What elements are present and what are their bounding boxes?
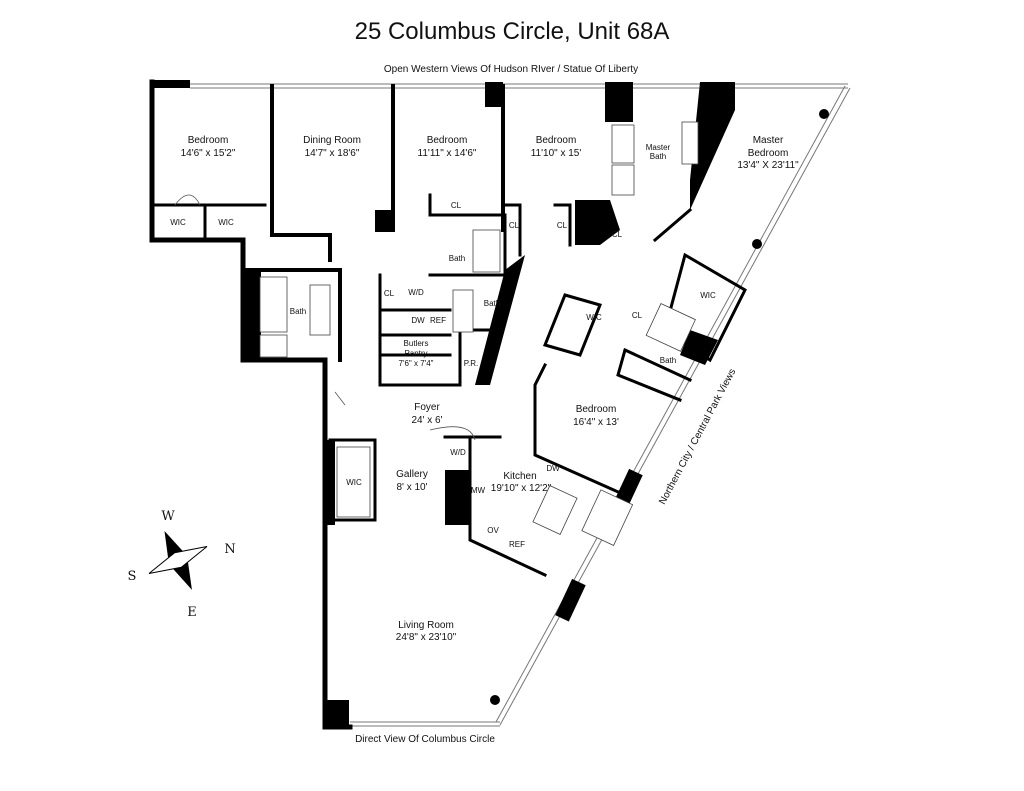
svg-text:WIC: WIC bbox=[346, 478, 362, 487]
svg-text:CL: CL bbox=[612, 230, 623, 239]
svg-text:24' x 6': 24' x 6' bbox=[411, 415, 442, 426]
svg-text:WIC: WIC bbox=[700, 291, 716, 300]
svg-text:24'8" x 23'10": 24'8" x 23'10" bbox=[396, 632, 457, 643]
room-butlers-pantry: Butlers Pantry 7'6" x 7'4" bbox=[399, 339, 434, 368]
room-kitchen: Kitchen 19'10" x 12'2" bbox=[491, 471, 552, 494]
svg-text:CL: CL bbox=[451, 201, 462, 210]
view-top: Open Western Views Of Hudson RIver / Sta… bbox=[384, 64, 638, 75]
compass-e: E bbox=[187, 605, 197, 620]
columns bbox=[490, 109, 829, 705]
fixtures bbox=[174, 121, 699, 546]
svg-text:8' x 10': 8' x 10' bbox=[396, 482, 427, 493]
svg-text:P.R.: P.R. bbox=[464, 359, 479, 368]
svg-text:Bedroom: Bedroom bbox=[576, 404, 617, 415]
room-bedroom-4: Bedroom 16'4" x 13' bbox=[573, 404, 619, 428]
room-bedroom-2: Bedroom 11'11" x 14'6" bbox=[418, 135, 477, 159]
svg-text:11'10" x 15': 11'10" x 15' bbox=[531, 148, 582, 159]
room-master-bedroom: Master Bedroom 13'4" X 23'11" bbox=[737, 135, 799, 171]
svg-text:Pantry: Pantry bbox=[404, 349, 427, 358]
svg-text:14'6" x 15'2": 14'6" x 15'2" bbox=[181, 148, 236, 159]
svg-text:Dining Room: Dining Room bbox=[303, 135, 361, 146]
svg-text:Bath: Bath bbox=[290, 307, 306, 316]
svg-text:19'10" x 12'2": 19'10" x 12'2" bbox=[491, 483, 552, 494]
svg-text:WIC: WIC bbox=[586, 313, 602, 322]
compass-icon: W N S E bbox=[128, 509, 236, 620]
svg-text:CL: CL bbox=[557, 221, 568, 230]
svg-text:Bedroom: Bedroom bbox=[748, 148, 789, 159]
svg-text:11'11" x 14'6": 11'11" x 14'6" bbox=[418, 148, 477, 159]
windows bbox=[190, 83, 851, 727]
svg-text:13'4" X 23'11": 13'4" X 23'11" bbox=[737, 160, 799, 171]
svg-text:Bedroom: Bedroom bbox=[188, 135, 229, 146]
room-dining: Dining Room 14'7" x 18'6" bbox=[303, 135, 361, 159]
svg-text:DW: DW bbox=[411, 316, 425, 325]
svg-text:Bath: Bath bbox=[650, 152, 666, 161]
room-master-bath: Master Bath bbox=[646, 143, 671, 161]
compass-s: S bbox=[128, 569, 137, 584]
svg-text:Bedroom: Bedroom bbox=[536, 135, 577, 146]
svg-text:16'4" x 13': 16'4" x 13' bbox=[573, 417, 619, 428]
svg-text:CL: CL bbox=[509, 221, 520, 230]
svg-text:WIC: WIC bbox=[170, 218, 186, 227]
svg-text:CL: CL bbox=[632, 311, 643, 320]
svg-text:Foyer: Foyer bbox=[414, 402, 440, 413]
plan-title: 25 Columbus Circle, Unit 68A bbox=[354, 18, 670, 45]
room-living: Living Room 24'8" x 23'10" bbox=[396, 620, 457, 643]
room-bedroom-3: Bedroom 11'10" x 15' bbox=[531, 135, 582, 159]
svg-text:Bedroom: Bedroom bbox=[427, 135, 468, 146]
svg-text:Master: Master bbox=[646, 143, 671, 152]
svg-text:Bath: Bath bbox=[449, 254, 465, 263]
svg-text:DW: DW bbox=[546, 464, 560, 473]
svg-text:WIC: WIC bbox=[218, 218, 234, 227]
svg-text:OV: OV bbox=[487, 526, 499, 535]
compass-n: N bbox=[224, 542, 235, 557]
view-right: Northern City / Central Park Views bbox=[657, 367, 738, 506]
svg-text:Gallery: Gallery bbox=[396, 469, 428, 480]
room-bedroom-1: Bedroom 14'6" x 15'2" bbox=[181, 135, 236, 159]
svg-text:REF: REF bbox=[430, 316, 446, 325]
compass-w: W bbox=[161, 509, 175, 524]
small-labels: WIC WIC CL CL CL CL Bath Bath Bath Bath … bbox=[170, 201, 716, 549]
svg-text:CL: CL bbox=[384, 289, 395, 298]
svg-text:MW: MW bbox=[471, 486, 486, 495]
svg-text:Bath: Bath bbox=[660, 356, 676, 365]
room-gallery: Gallery 8' x 10' bbox=[396, 469, 428, 493]
svg-text:Living Room: Living Room bbox=[398, 620, 454, 631]
svg-text:7'6" x 7'4": 7'6" x 7'4" bbox=[399, 359, 434, 368]
svg-text:W/D: W/D bbox=[450, 448, 466, 457]
svg-text:Master: Master bbox=[753, 135, 784, 146]
svg-text:REF: REF bbox=[509, 540, 525, 549]
svg-text:W/D: W/D bbox=[408, 288, 424, 297]
svg-text:Butlers: Butlers bbox=[404, 339, 429, 348]
svg-text:14'7" x 18'6": 14'7" x 18'6" bbox=[305, 148, 360, 159]
svg-text:Kitchen: Kitchen bbox=[503, 471, 536, 482]
room-foyer: Foyer 24' x 6' bbox=[411, 402, 442, 426]
svg-text:Bath: Bath bbox=[484, 299, 500, 308]
view-bottom: Direct View Of Columbus Circle bbox=[355, 734, 495, 745]
